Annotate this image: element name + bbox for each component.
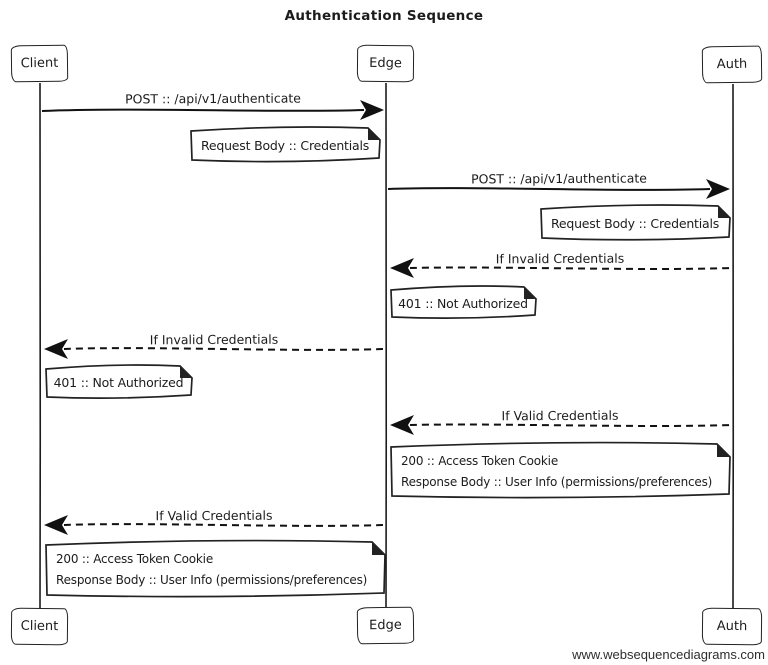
lifeline-edge bbox=[384, 82, 388, 608]
note-5: 200 :: Access Token Cookie Response Body… bbox=[401, 450, 725, 494]
message-label-5: If Valid Credentials bbox=[501, 407, 619, 424]
note-fold-4 bbox=[180, 366, 192, 378]
note-2: Request Body :: Credentials bbox=[544, 209, 726, 237]
note-2-line: Request Body :: Credentials bbox=[550, 215, 720, 231]
arrowhead-4 bbox=[44, 339, 68, 359]
note-fold-1 bbox=[368, 128, 380, 140]
message-label-1: POST :: /api/v1/authenticate bbox=[125, 90, 301, 107]
message-line-1 bbox=[41, 108, 365, 112]
note-3: 401 :: Not Authorized bbox=[394, 289, 532, 317]
note-3-line: 401 :: Not Authorized bbox=[398, 295, 528, 311]
actor-edge-bottom-label: Edge bbox=[369, 617, 402, 634]
lifeline-auth bbox=[731, 83, 735, 609]
actor-client-bottom-label: Client bbox=[20, 618, 59, 635]
message-line-3 bbox=[409, 266, 732, 270]
message-line-4 bbox=[63, 347, 384, 351]
note-6: 200 :: Access Token Cookie Response Body… bbox=[56, 548, 380, 592]
actor-auth-bottom: Auth bbox=[701, 607, 763, 646]
arrowhead-5 bbox=[390, 415, 414, 435]
message-label-4: If Invalid Credentials bbox=[149, 331, 279, 348]
note-6-line-2: Response Body :: User Info (permissions/… bbox=[56, 573, 368, 587]
diagram-title: Authentication Sequence bbox=[284, 8, 484, 24]
arrowhead-1 bbox=[360, 100, 384, 120]
actor-auth-top: Auth bbox=[701, 45, 763, 84]
note-fold-2 bbox=[718, 206, 730, 218]
message-line-5 bbox=[409, 423, 732, 427]
arrowhead-2 bbox=[706, 179, 730, 199]
note-4: 401 :: Not Authorized bbox=[49, 368, 188, 396]
note-1-line: Request Body :: Credentials bbox=[200, 137, 370, 153]
message-label-6: If Valid Credentials bbox=[155, 507, 273, 524]
note-shape-1 bbox=[190, 126, 381, 163]
note-fold-5 bbox=[717, 444, 730, 457]
note-shape-5 bbox=[390, 441, 731, 499]
actor-client-bottom: Client bbox=[10, 607, 69, 646]
actor-client-top-label: Client bbox=[20, 55, 59, 72]
note-1: Request Body :: Credentials bbox=[194, 131, 376, 159]
actor-edge-bottom: Edge bbox=[356, 606, 415, 645]
actor-auth-top-label: Auth bbox=[716, 56, 748, 73]
note-fold-3 bbox=[524, 287, 536, 299]
note-shape-2 bbox=[540, 204, 731, 241]
lifeline-client bbox=[38, 82, 42, 609]
note-5-line-2: Response Body :: User Info (permissions/… bbox=[401, 475, 713, 489]
note-6-line-1: 200 :: Access Token Cookie bbox=[56, 552, 213, 566]
note-shape-3 bbox=[390, 285, 537, 319]
message-line-6 bbox=[63, 523, 384, 527]
note-fold-6 bbox=[372, 542, 385, 555]
message-label-3: If Invalid Credentials bbox=[495, 250, 625, 267]
arrowhead-6 bbox=[44, 515, 68, 535]
note-4-line: 401 :: Not Authorized bbox=[53, 374, 184, 390]
actor-edge-top: Edge bbox=[356, 44, 415, 83]
watermark-text: www.websequencediagrams.com bbox=[572, 647, 765, 662]
note-shape-6 bbox=[45, 539, 386, 598]
note-5-line-1: 200 :: Access Token Cookie bbox=[401, 454, 558, 468]
actor-edge-top-label: Edge bbox=[369, 55, 402, 72]
message-line-2 bbox=[387, 187, 711, 191]
message-label-2: POST :: /api/v1/authenticate bbox=[471, 170, 647, 187]
actor-client-top: Client bbox=[10, 44, 69, 83]
note-shape-4 bbox=[45, 364, 193, 399]
actor-auth-bottom-label: Auth bbox=[716, 618, 748, 635]
arrowhead-3 bbox=[390, 258, 414, 278]
